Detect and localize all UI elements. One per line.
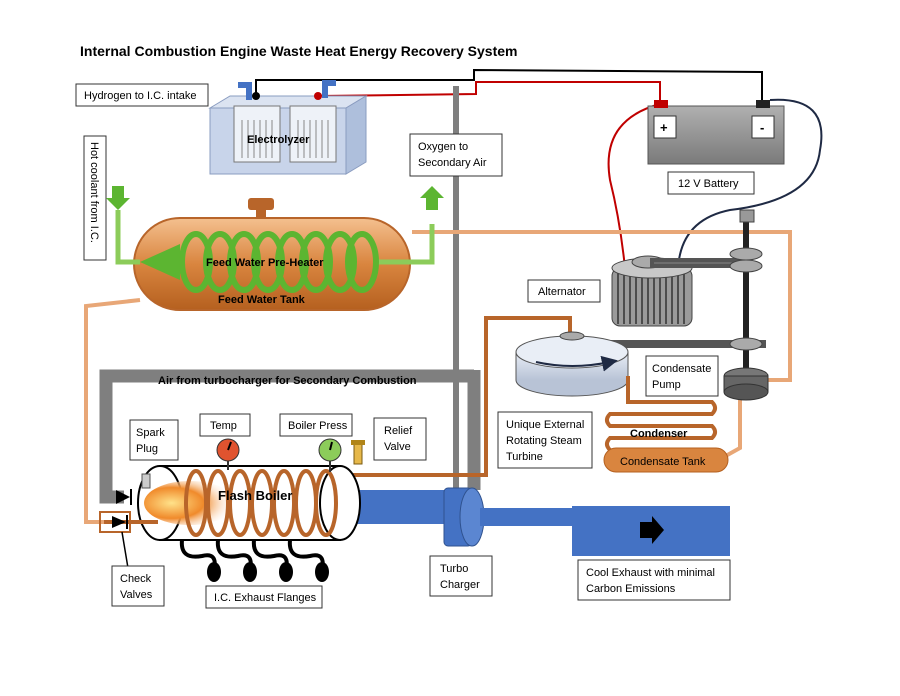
boiler-coil — [184, 469, 338, 537]
temp-label-box — [199, 413, 251, 437]
alternator-negative-wire — [677, 98, 823, 271]
tank-fill-cap — [248, 198, 274, 210]
battery-label-box — [667, 171, 755, 195]
coolant-out-arrow — [420, 186, 444, 210]
battery-label: 12 V Battery — [678, 178, 739, 190]
upper-pulley — [729, 247, 763, 261]
turbine-belt — [570, 340, 766, 348]
exhaust-flanges-label-box — [205, 585, 323, 609]
spark-plug-label-line1: Spark — [136, 427, 165, 439]
spark-plug — [141, 473, 151, 489]
alternator-label: Alternator — [538, 286, 586, 298]
boiler-press-label: Boiler Press — [288, 420, 348, 432]
electrolyzer-negative-terminal — [252, 92, 260, 100]
boiler-press-label-box — [279, 413, 353, 437]
alternator-positive-wire — [607, 103, 661, 269]
condensate-pump-label-line1: Condensate — [652, 363, 711, 375]
cool-exhaust-label-line2: Carbon Emissions — [586, 583, 676, 595]
turbocharger-label-line1: Turbo — [440, 563, 468, 575]
turbine-label-box — [497, 411, 593, 469]
spark-plug-label-line2: Plug — [136, 443, 158, 455]
cool-exhaust-pipe — [480, 508, 576, 526]
exhaust-flanges — [179, 539, 325, 571]
check-valves-label-line1: Check — [120, 573, 152, 585]
condensate-tank — [603, 447, 729, 473]
preheater-coil — [179, 231, 379, 293]
battery-negative-post — [756, 100, 770, 108]
battery — [647, 100, 785, 165]
spark-plug-label-box — [129, 419, 179, 461]
turbocharger — [443, 487, 485, 547]
air-turbo-label: Air from turbocharger for Secondary Comb… — [158, 375, 417, 387]
relief-valve — [353, 443, 363, 465]
alternator-label-box — [527, 279, 601, 303]
oxygen-label-line1: Oxygen to — [418, 141, 468, 153]
battery-plus-label: + — [660, 120, 668, 135]
coolant-outlet-pipe — [378, 224, 435, 265]
cool-exhaust-label-box — [577, 559, 731, 601]
electrolyzer-positive-terminal — [314, 92, 322, 100]
secondary-air-duct — [99, 369, 474, 504]
electrolyzer — [208, 80, 368, 175]
hot-coolant-label: Hot coolant from I.C. — [88, 142, 100, 243]
preheater-label: Feed Water Pre-Heater — [206, 257, 324, 269]
relief-valve-label-line2: Valve — [384, 441, 411, 453]
feed-water-to-boiler-pipe — [84, 298, 141, 524]
turbocharger-label-box — [429, 555, 493, 597]
feed-tank-label: Feed Water Tank — [218, 294, 306, 306]
battery-negative-wire-top — [255, 68, 763, 100]
condenser-coil — [605, 376, 717, 452]
feed-water-return-pipe — [412, 230, 792, 382]
battery-positive-wire-top — [317, 81, 661, 100]
check-valve-water — [112, 516, 126, 528]
coolant-in-arrow — [106, 186, 130, 210]
temp-label: Temp — [210, 420, 237, 432]
turbine-label-line2: Rotating Steam — [506, 435, 582, 447]
flash-boiler — [137, 465, 361, 541]
relief-valve-label-box — [373, 417, 427, 461]
coolant-inlet-pipe — [115, 210, 140, 265]
hydrogen-label-box — [75, 83, 209, 107]
steam-turbine — [515, 331, 629, 397]
cool-exhaust-label-line1: Cool Exhaust with minimal — [586, 567, 715, 579]
exhaust-flanges-label: I.C. Exhaust Flanges — [214, 592, 317, 604]
check-valves-label-box — [111, 565, 165, 607]
condensate-to-pump-pipe — [721, 388, 742, 460]
turbine-label-line3: Turbine — [506, 451, 543, 463]
battery-positive-post — [654, 100, 668, 108]
exhaust-flow-arrow — [640, 516, 664, 544]
hydrogen-label: Hydrogen to I.C. intake — [84, 90, 197, 102]
turbocharger-label-line2: Charger — [440, 579, 480, 591]
check-valves-label-line2: Valves — [120, 589, 153, 601]
condensate-pump-label-box — [645, 355, 719, 397]
electrolyzer-label: Electrolyzer — [247, 134, 310, 146]
relief-valve-label-line1: Relief — [384, 425, 413, 437]
oxygen-label-box — [409, 133, 503, 177]
battery-minus-label: - — [760, 120, 764, 135]
condensate-pump-label-line2: Pump — [652, 379, 681, 391]
flash-boiler-label: Flash Boiler — [218, 488, 292, 503]
condenser-label: Condenser — [630, 428, 688, 440]
diagram-title: Internal Combustion Engine Waste Heat En… — [80, 43, 518, 59]
condensate-tank-label: Condensate Tank — [620, 456, 706, 468]
turbine-label-line1: Unique External — [506, 419, 584, 431]
steam-pipe — [340, 316, 572, 477]
oxygen-label-line2: Secondary Air — [418, 157, 487, 169]
check-valve-air — [116, 490, 130, 504]
